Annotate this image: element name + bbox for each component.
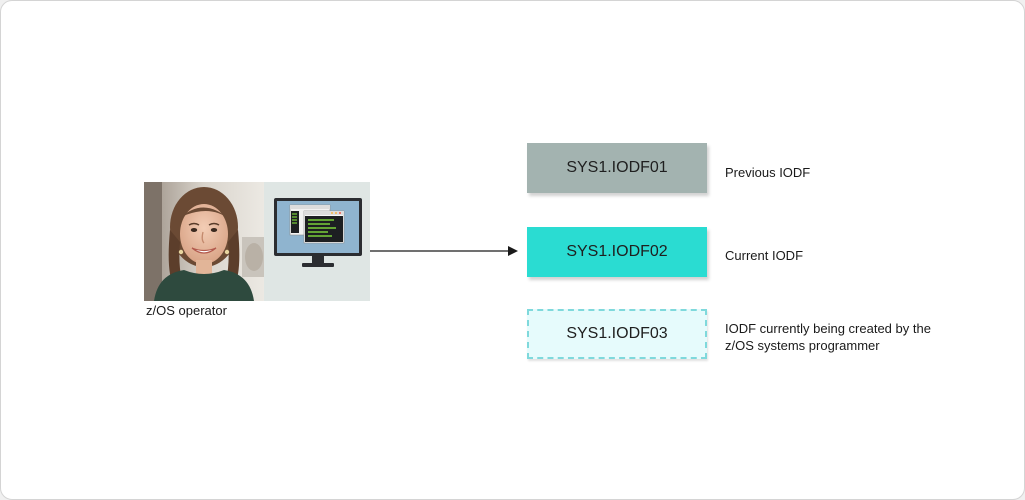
- arrowhead-icon: [508, 246, 518, 256]
- person-photo: [144, 182, 264, 301]
- operator-photo-icon: [144, 182, 264, 301]
- connector-arrow: [370, 246, 518, 256]
- operator-caption: z/OS operator: [146, 303, 227, 318]
- iodf-desc-previous: Previous IODF: [725, 165, 811, 180]
- iodf-desc-pending-line-2: z/OS systems programmer: [725, 338, 880, 353]
- iodf-box-current: SYS1.IODF02: [527, 227, 707, 277]
- iodf-desc-current: Current IODF: [725, 248, 804, 263]
- iodf-box-pending: SYS1.IODF03: [527, 309, 707, 359]
- iodf-box-previous: SYS1.IODF01: [527, 143, 707, 193]
- iodf-desc-pending-line-1: IODF currently being created by the: [725, 321, 931, 336]
- monitor-icon: [274, 198, 362, 268]
- iodf-desc-pending: IODF currently being created by the z/OS…: [725, 320, 965, 354]
- operator-panel: [144, 182, 370, 301]
